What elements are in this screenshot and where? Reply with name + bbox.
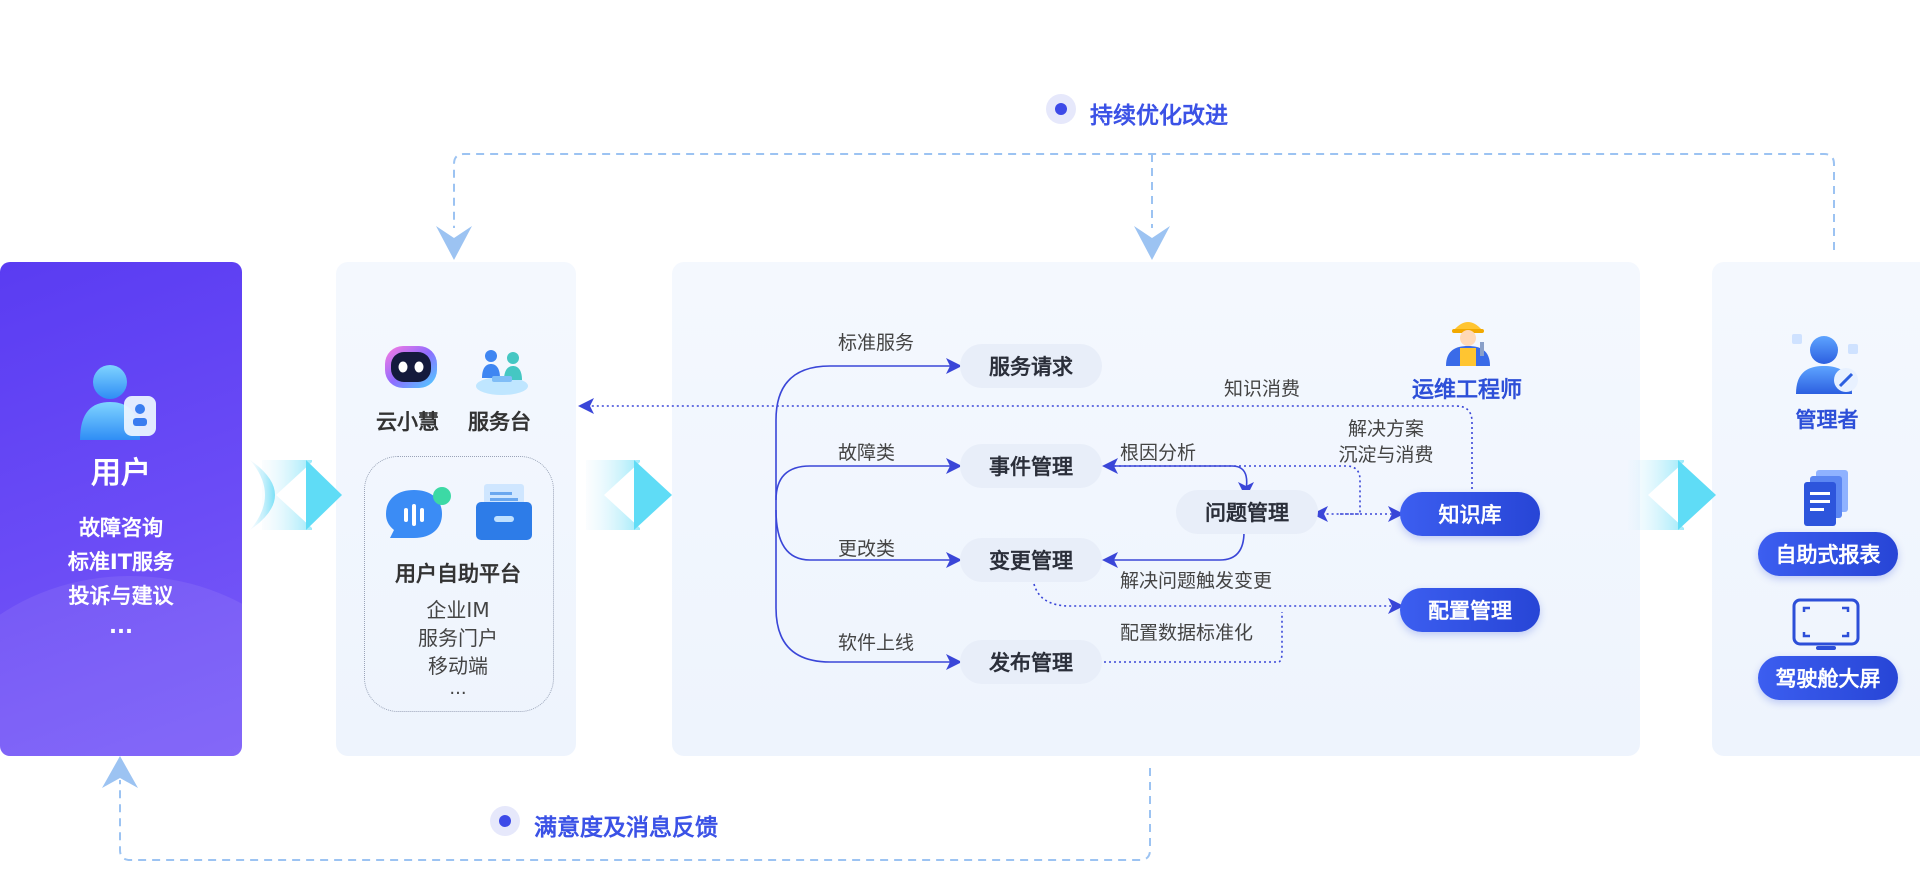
self-service-item: 移动端 xyxy=(428,654,488,678)
edge-label: 标准服务 xyxy=(838,332,915,354)
user-panel: 用户 故障咨询 标准IT服务 投诉与建议 ... xyxy=(0,262,242,756)
loop-label-bottom: 满意度及消息反馈 xyxy=(534,815,718,841)
self-service-item: ... xyxy=(449,678,467,699)
edge-label: 更改类 xyxy=(838,538,896,560)
arrow-down-icon xyxy=(436,226,472,260)
loop-dot-icon xyxy=(1046,94,1076,124)
arrow-up-icon xyxy=(102,756,138,788)
self-service-item: 企业IM xyxy=(426,598,490,622)
manager-title: 管理者 xyxy=(1795,408,1859,432)
loop-dot-icon xyxy=(490,806,520,836)
chat-bubble-icon xyxy=(386,487,451,538)
edge-label: 配置数据标准化 xyxy=(1120,622,1254,644)
user-item: 投诉与建议 xyxy=(68,584,174,608)
flow-arrow-icon xyxy=(1628,460,1716,530)
node-problem-management[interactable]: 问题管理 xyxy=(1176,490,1318,534)
engineer-label: 运维工程师 xyxy=(1412,378,1523,403)
self-service-box xyxy=(364,456,554,712)
folder-icon xyxy=(476,484,532,540)
cockpit-screen-button[interactable]: 驾驶舱大屏 xyxy=(1758,656,1898,700)
node-incident-management[interactable]: 事件管理 xyxy=(960,444,1102,488)
node-release-management[interactable]: 发布管理 xyxy=(960,640,1102,684)
assistant-label: 云小慧 xyxy=(376,410,439,434)
flow-arrow-icon xyxy=(250,460,342,530)
edge-label: 根因分析 xyxy=(1120,442,1197,464)
edge-label: 解决问题触发变更 xyxy=(1120,570,1273,592)
self-service-title: 用户自助平台 xyxy=(395,562,521,586)
self-service-report-button[interactable]: 自助式报表 xyxy=(1758,532,1898,576)
edge-label: 沉淀与消费 xyxy=(1338,444,1434,466)
node-service-request[interactable]: 服务请求 xyxy=(960,344,1102,388)
arrow-down-icon xyxy=(1134,226,1170,260)
loop-label-top: 持续优化改进 xyxy=(1090,103,1228,129)
edge-label: 知识消费 xyxy=(1224,378,1301,400)
edge-label: 解决方案 xyxy=(1347,418,1424,440)
monitor-icon xyxy=(1792,598,1860,650)
self-service-item: 服务门户 xyxy=(418,626,498,650)
edge-label: 软件上线 xyxy=(838,632,915,654)
service-desk-icon xyxy=(476,350,528,395)
node-change-management[interactable]: 变更管理 xyxy=(960,538,1102,582)
user-title: 用户 xyxy=(91,456,151,491)
edge-label: 故障类 xyxy=(838,442,896,464)
channels-panel xyxy=(336,262,576,756)
manager-icon xyxy=(1792,334,1858,394)
flow-arrow-icon xyxy=(586,460,672,530)
engineer-icon xyxy=(1446,322,1490,366)
service-desk-label: 服务台 xyxy=(468,410,531,434)
user-item: 标准IT服务 xyxy=(67,550,175,574)
robot-icon xyxy=(385,346,437,388)
node-knowledge-base[interactable]: 知识库 xyxy=(1400,492,1540,536)
user-item: 故障咨询 xyxy=(79,516,163,540)
arrowhead-icon xyxy=(578,398,594,414)
user-icon xyxy=(80,365,156,440)
report-icon xyxy=(1804,470,1848,526)
node-config-management[interactable]: 配置管理 xyxy=(1400,588,1540,632)
user-item: ... xyxy=(109,614,133,638)
